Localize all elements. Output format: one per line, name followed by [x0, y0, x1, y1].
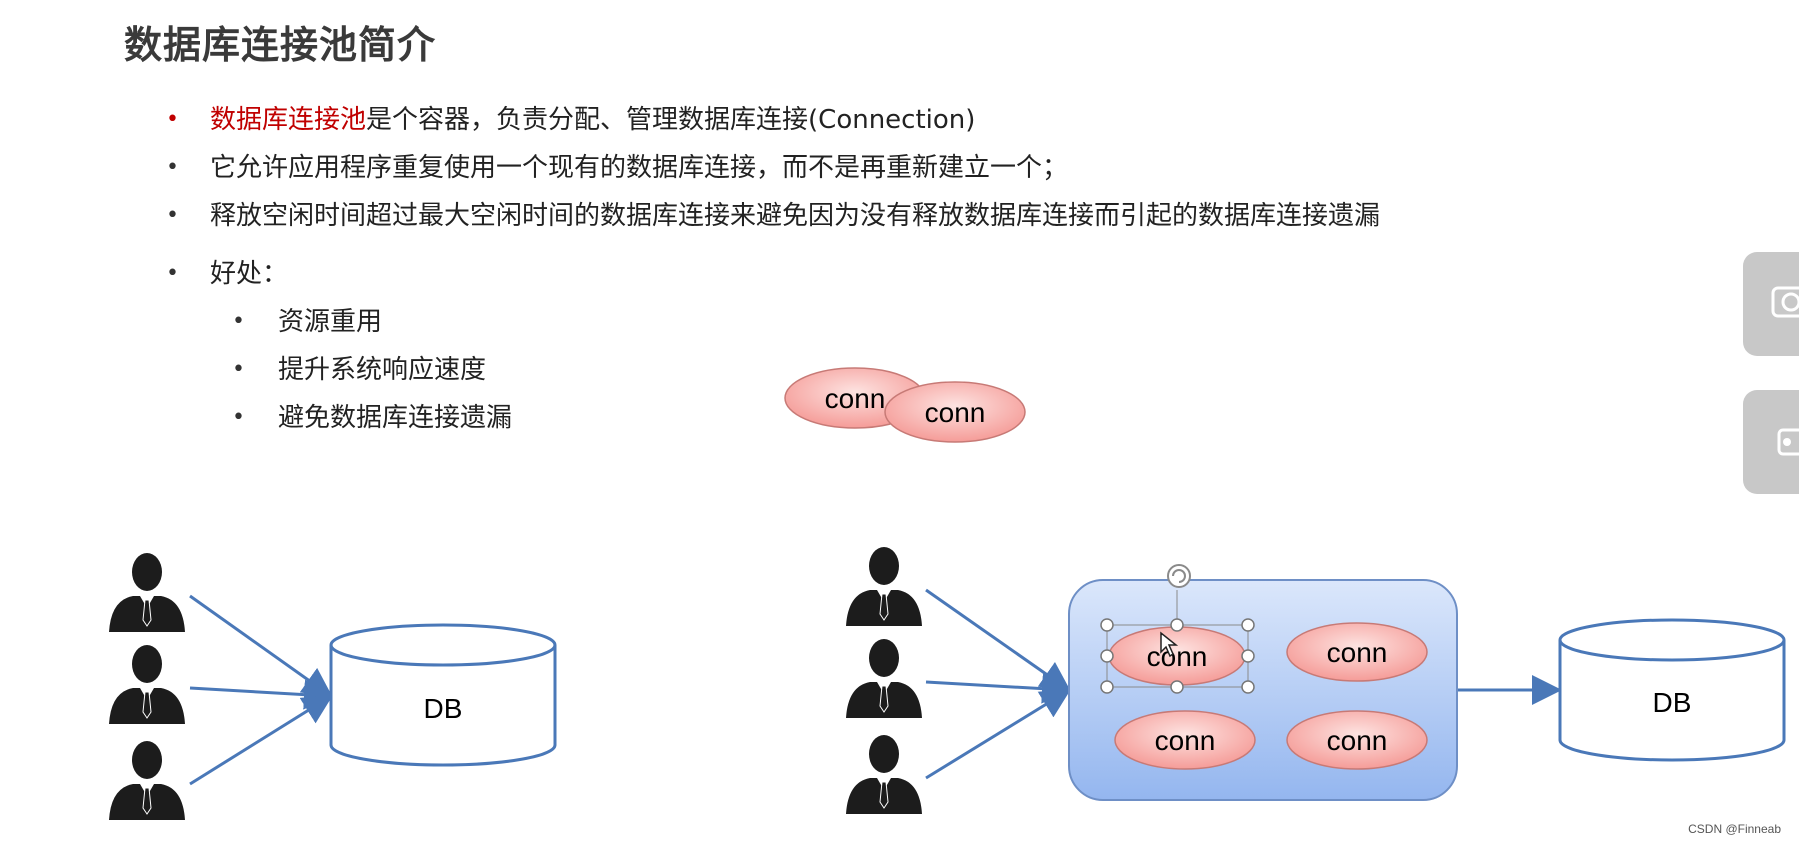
bullet-text: 是个容器，负责分配、管理数据库连接(Connection) [366, 105, 976, 135]
bullet-item: 数据库连接池是个容器，负责分配、管理数据库连接(Connection) [160, 96, 1380, 144]
pool-conn[interactable]: conn [1286, 710, 1428, 770]
resize-handles [1100, 618, 1255, 694]
tool-icon [1777, 428, 1799, 456]
watermark: CSDN @Finneab [1688, 822, 1781, 836]
pool-conn[interactable]: conn [1114, 710, 1256, 770]
arrow [925, 673, 1072, 704]
right-db-cylinder: DB [1558, 618, 1786, 762]
bullet-text: 释放空闲时间超过最大空闲时间的数据库连接来避免因为没有释放数据库连接而引起的数据… [210, 201, 1381, 231]
bullet-text: 好处： [210, 259, 289, 289]
arrow [189, 694, 334, 786]
camera-icon [1771, 286, 1799, 318]
sub-bullet-text: 避免数据库连接遗漏 [278, 403, 513, 433]
person-icon [108, 552, 186, 633]
sub-bullet-text: 提升系统响应速度 [278, 355, 487, 385]
bullet-item: 它允许应用程序重复使用一个现有的数据库连接，而不是再重新建立一个； [160, 144, 1380, 192]
arrow [925, 688, 1072, 780]
page-title: 数据库连接池简介 [124, 23, 437, 67]
connection-pool[interactable] [1068, 579, 1458, 801]
person-icon [845, 546, 923, 627]
arrow [189, 679, 334, 710]
conn-label: conn [1327, 725, 1388, 756]
right-users [845, 546, 923, 815]
floating-conn-front[interactable]: conn [884, 381, 1026, 443]
conn-label: conn [825, 383, 886, 414]
arrow [925, 588, 1071, 692]
bullet-highlight: 数据库连接池 [210, 105, 367, 135]
sub-bullet-item: 提升系统响应速度 [160, 346, 1380, 394]
bullet-text: 它允许应用程序重复使用一个现有的数据库连接，而不是再重新建立一个； [210, 153, 1069, 183]
bullet-item: 释放空闲时间超过最大空闲时间的数据库连接来避免因为没有释放数据库连接而引起的数据… [160, 192, 1380, 240]
rotate-handle-icon[interactable] [1167, 564, 1191, 588]
person-icon [845, 734, 923, 815]
person-icon [108, 644, 186, 725]
selection-box[interactable] [1100, 564, 1255, 694]
sub-bullet-item: 资源重用 [160, 298, 1380, 346]
bullet-item: 好处： [160, 250, 1380, 298]
sub-bullet-item: 避免数据库连接遗漏 [160, 394, 1380, 442]
bullet-list: 数据库连接池是个容器，负责分配、管理数据库连接(Connection) 它允许应… [160, 96, 1380, 442]
conn-label: conn [1155, 725, 1216, 756]
person-icon [108, 740, 186, 821]
screenshot-side-button[interactable] [1743, 252, 1799, 356]
person-icon [845, 638, 923, 719]
conn-label: conn [925, 397, 986, 428]
left-arrows [189, 594, 334, 786]
left-db-cylinder: DB [329, 623, 557, 767]
left-users [108, 552, 186, 821]
move-cursor-icon [1160, 631, 1179, 658]
right-arrows [925, 588, 1562, 780]
db-label: DB [424, 693, 463, 724]
conn-label: conn [1327, 637, 1388, 668]
db-label: DB [1653, 687, 1692, 718]
pool-conn[interactable]: conn [1108, 626, 1246, 686]
pool-conn[interactable]: conn [1286, 622, 1428, 682]
side-tool-button[interactable] [1743, 390, 1799, 494]
arrow [189, 594, 333, 698]
sub-bullet-text: 资源重用 [278, 307, 383, 337]
conn-label: conn [1147, 641, 1208, 672]
